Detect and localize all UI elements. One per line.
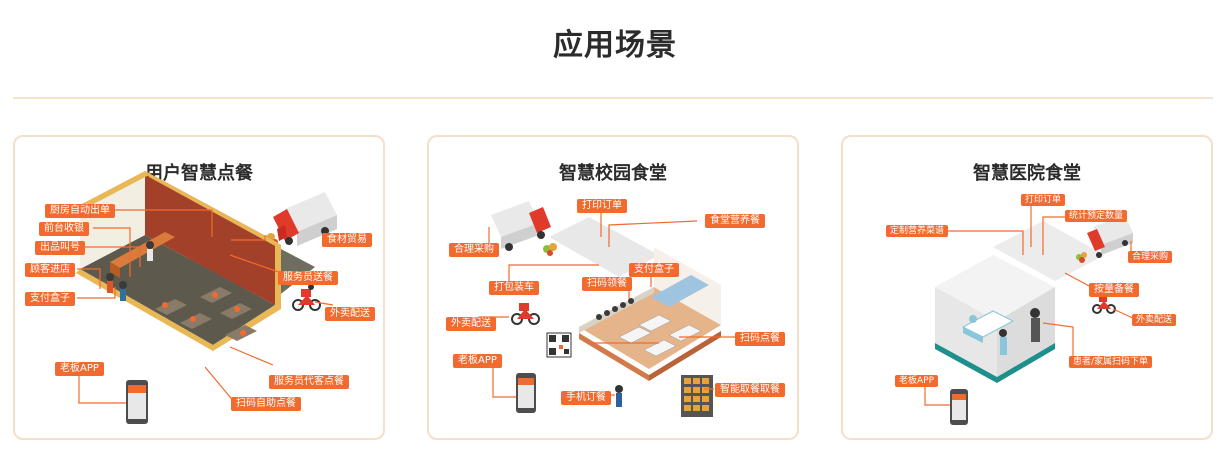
label-print-order: 打印订单: [577, 199, 627, 213]
label-pack-cart: 打包装车: [489, 281, 539, 295]
label-boss-app: 老板APP: [895, 375, 939, 387]
label-food-trade: 食材贸易: [322, 233, 372, 247]
label-prepare: 按量备餐: [1089, 283, 1139, 297]
label-scan-order: 扫码自助点餐: [231, 397, 301, 411]
restaurant-illustration: [76, 171, 337, 424]
card-title: 智慧校园食堂: [559, 163, 667, 184]
label-smart-locker: 智能取餐取餐: [715, 383, 785, 397]
dining-tables: [618, 314, 702, 357]
card-title: 用户智慧点餐: [145, 163, 253, 184]
phone-icon: [516, 373, 536, 413]
scenario-card-smart-hospital[interactable]: 智慧医院食堂: [841, 135, 1213, 440]
customers-icon: [106, 241, 154, 301]
label-count-preorder: 统计预定数量: [1065, 210, 1128, 222]
section-divider: [13, 97, 1213, 99]
label-patient-scan: 患者/家属扫码下单: [1069, 356, 1153, 368]
delivery-truck-icon: [491, 201, 551, 251]
vegetables-icon: [1076, 252, 1087, 263]
family-member-icon: [1030, 308, 1040, 342]
label-custom-menu: 定制营养菜谱: [886, 225, 949, 237]
label-pay-box: 支付盒子: [25, 292, 75, 306]
callout-lines: [77, 209, 334, 404]
label-waiter-delivery: 服务员送餐: [278, 271, 338, 285]
phone-icon: [950, 389, 968, 425]
left-wall: [80, 171, 145, 269]
label-waiter-order: 服务员代客点餐: [269, 375, 349, 389]
label-boss-app: 老板APP: [55, 362, 104, 376]
callout-lines: [924, 200, 1136, 406]
scooter-icon: [292, 284, 321, 311]
label-scan-order: 扫码点餐: [735, 332, 785, 346]
label-scan-pickup: 扫码领餐: [582, 277, 632, 291]
vegetables-icon: [543, 243, 557, 256]
back-wall: [145, 171, 275, 305]
label-print-order: 打印订单: [1021, 194, 1066, 206]
delivery-truck-icon: [1087, 215, 1133, 258]
label-canteen-nutrition: 食堂营养餐: [705, 214, 765, 228]
label-call-number: 出品叫号: [35, 241, 85, 255]
front-counter: [110, 232, 175, 268]
floor-edge: [935, 343, 1055, 383]
label-takeout: 外卖配送: [1132, 314, 1177, 326]
scenario-card-smart-campus[interactable]: 智慧校园食堂: [427, 135, 799, 440]
qr-code-icon: [546, 332, 572, 358]
nurse-icon: [999, 329, 1007, 355]
card-title: 智慧医院食堂: [973, 163, 1081, 184]
label-pay-box: 支付盒子: [629, 263, 679, 277]
hospital-bed-icon: [961, 310, 1015, 343]
scooter-icon: [511, 303, 540, 325]
diners-icon: [162, 292, 246, 336]
label-customer-in: 顾客进店: [25, 263, 75, 277]
label-cashier: 前台收银: [39, 222, 89, 236]
label-purchase: 合理采购: [449, 243, 499, 257]
label-takeout: 外卖配送: [325, 307, 375, 321]
smart-locker-icon: [681, 375, 713, 417]
label-boss-app: 老板APP: [453, 354, 502, 368]
phone-icon: [126, 380, 148, 424]
campus-canteen-illustration: [477, 201, 739, 417]
label-takeout: 外卖配送: [446, 317, 496, 331]
page-title: 应用场景: [553, 28, 677, 63]
scooter-icon: [1092, 295, 1116, 314]
hospital-canteen-illustration: [924, 200, 1136, 425]
label-kitchen-print: 厨房自动出单: [45, 204, 115, 218]
back-wall-left: [935, 255, 1055, 321]
scenario-card-smart-ordering[interactable]: 用户智慧点餐: [13, 135, 385, 440]
student-icon: [615, 385, 623, 407]
label-phone-order: 手机订餐: [561, 391, 611, 405]
students-queue: [596, 298, 634, 320]
label-purchase: 合理采购: [1128, 251, 1173, 263]
